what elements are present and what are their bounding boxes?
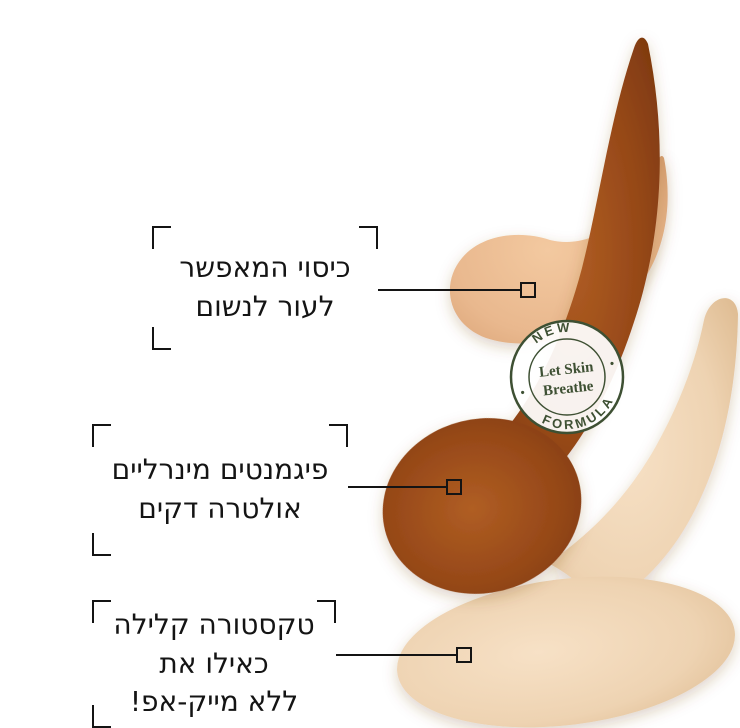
badge-right-dot: • (608, 356, 616, 371)
badge-inner-ring (528, 338, 606, 416)
callout-connector-line (348, 486, 446, 488)
bracket-corner-icon (92, 705, 111, 728)
swatch-cream (397, 298, 738, 728)
callout-text-line: כיסוי המאפשר (179, 251, 351, 285)
bracket-corner-icon (329, 424, 348, 447)
callout-text-line: טקסטורה קלילה (113, 608, 315, 642)
callout-connector-line (378, 289, 520, 291)
callout-text-line: ללא מייק-אפ! (129, 685, 299, 719)
bracket-corner-icon (152, 226, 171, 249)
swatch-marker-square (456, 647, 472, 663)
callout-text-line: לעור לנשום (195, 290, 335, 323)
callout-text-line: אולטרה דקים (138, 492, 302, 525)
badge-center-line1: Let Skin (538, 359, 595, 381)
callout-text-line: פיגמנטים מינרליים (111, 453, 329, 487)
bracket-corner-icon (317, 600, 336, 623)
bracket-corner-icon (92, 424, 111, 447)
callout-text-line: כאילו את (159, 646, 269, 680)
bracket-corner-icon (92, 533, 111, 556)
callout-light-texture: טקסטורה קלילה כאילו את ללא מייק-אפ! (92, 600, 336, 728)
bracket-corner-icon (359, 226, 378, 249)
callout-mineral-pigments: פיגמנטים מינרליים אולטרה דקים (92, 424, 348, 556)
swatch-marker-square (520, 282, 536, 298)
bracket-corner-icon (92, 600, 111, 623)
badge-background (509, 319, 625, 435)
bracket-corner-icon (152, 327, 171, 350)
swatch-terracotta (382, 37, 660, 594)
badge-center-line2: Breathe (542, 378, 594, 399)
callout-breathable-coverage: כיסוי המאפשר לעור לנשום (152, 226, 378, 350)
callout-connector-line (336, 654, 456, 656)
swatch-marker-square (446, 479, 462, 495)
badge-left-dot: • (518, 385, 526, 400)
